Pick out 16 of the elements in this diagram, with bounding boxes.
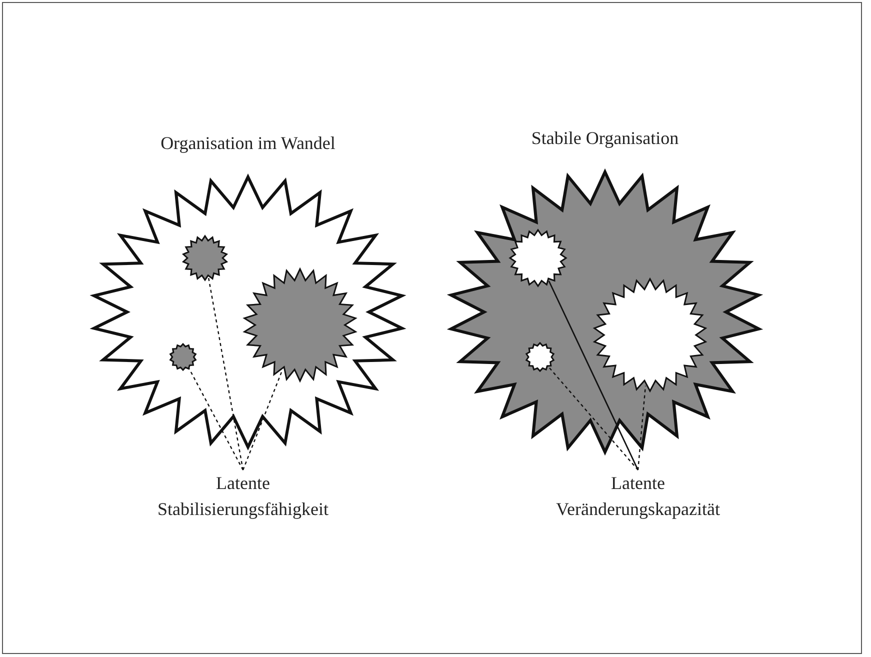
starburst <box>510 230 566 286</box>
leader-line <box>208 277 244 470</box>
starburst <box>526 343 554 371</box>
annotation-text: Latente Veränderungskapazität <box>533 470 743 522</box>
starburst <box>170 344 196 370</box>
leader-line <box>548 366 638 470</box>
leader-line <box>188 367 244 470</box>
heading: Organisation im Wandel <box>160 133 336 154</box>
starburst <box>594 279 706 391</box>
starburst <box>183 236 227 280</box>
heading: Stabile Organisation <box>531 128 679 149</box>
leader-line <box>637 386 646 470</box>
starburst <box>244 269 356 381</box>
leader-line <box>548 280 639 470</box>
annotation-text: Latente Stabilisierungsfähigkeit <box>138 470 348 522</box>
leader-line <box>242 372 282 470</box>
